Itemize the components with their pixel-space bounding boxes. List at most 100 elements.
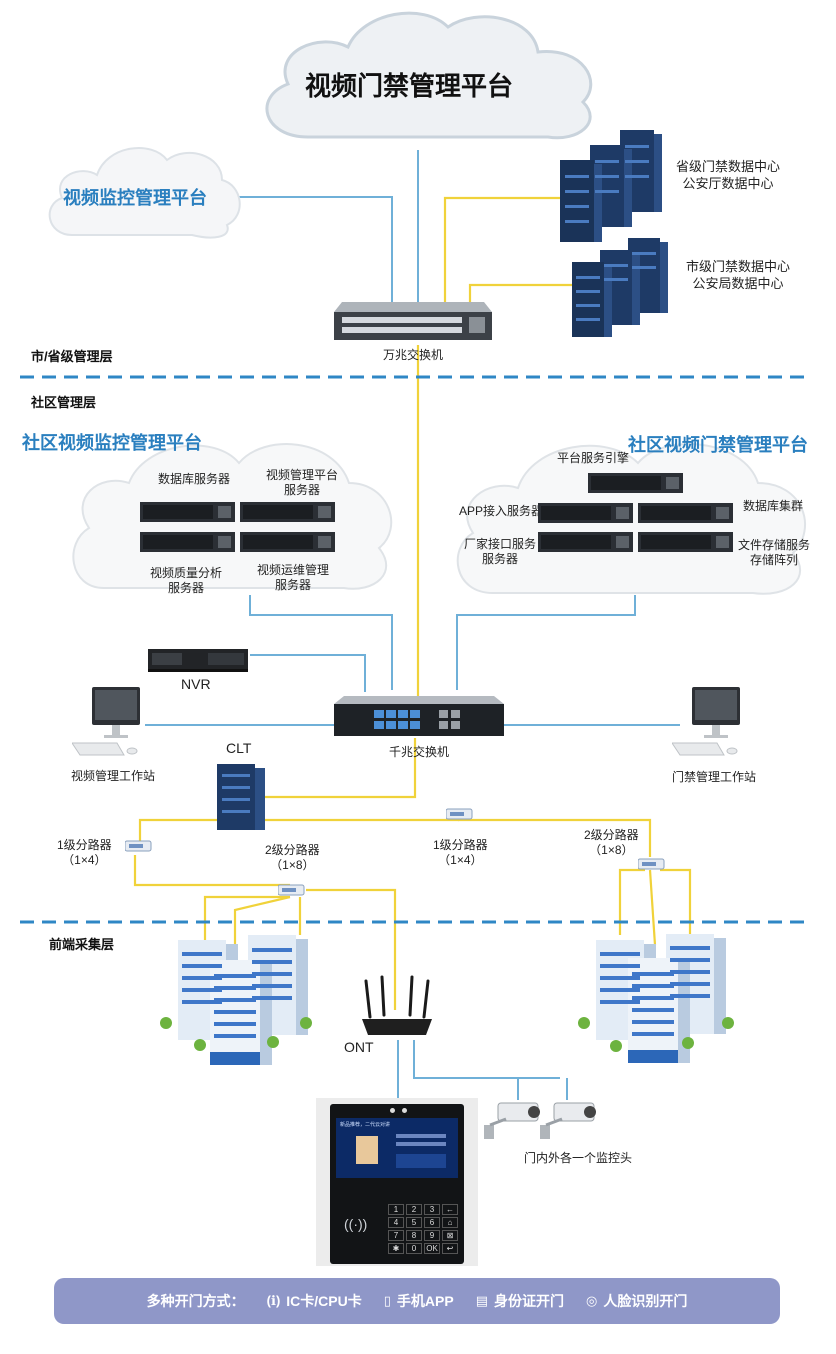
key[interactable]: ↩ bbox=[442, 1243, 458, 1254]
line-access-cloud-switch bbox=[456, 595, 636, 690]
key[interactable]: ⊠ bbox=[442, 1230, 458, 1241]
left-platform-title: 视频监控管理平台 bbox=[63, 188, 207, 208]
panel-screen-text-1 bbox=[396, 1134, 446, 1138]
method-ic-card: (ℹ) IC卡/CPU卡 bbox=[266, 1293, 362, 1309]
server-label-storage: 文件存储服务 存储阵列 bbox=[738, 538, 811, 567]
video-servers bbox=[140, 500, 340, 563]
server-label-engine: 平台服务引擎 bbox=[557, 451, 630, 465]
community-access-title: 社区视频门禁管理平台 bbox=[628, 435, 808, 455]
splitter-mid1-label: 1级分路器（1×4） bbox=[433, 838, 488, 867]
server-label-dbcluster: 数据库集群 bbox=[743, 499, 804, 513]
clt-label: CLT bbox=[226, 740, 252, 756]
key[interactable]: 7 bbox=[388, 1230, 404, 1241]
splitter-mid1-icon bbox=[446, 808, 473, 820]
id-card-icon: ▤ bbox=[475, 1293, 488, 1308]
key[interactable]: 2 bbox=[406, 1204, 422, 1215]
server-label-vendor: 厂家接口服务 服务器 bbox=[464, 537, 537, 566]
method-mobile-app: ▯ 手机APP bbox=[383, 1293, 454, 1309]
community-video-title: 社区视频监控管理平台 bbox=[22, 433, 202, 453]
panel-screen-text-2 bbox=[396, 1142, 446, 1146]
key[interactable]: 8 bbox=[406, 1230, 422, 1241]
city-dc-label: 市级门禁数据中心公安局数据中心 bbox=[686, 259, 791, 291]
line-video-platform-switch bbox=[225, 196, 393, 302]
ont-label: ONT bbox=[344, 1039, 374, 1055]
key[interactable]: 4 bbox=[388, 1217, 404, 1228]
access-workstation-icon bbox=[672, 687, 740, 756]
layer-community: 社区管理层 bbox=[31, 395, 97, 410]
top-cloud-shape bbox=[265, 11, 593, 140]
splitter-right2-label: 2级分路器（1×8） bbox=[584, 828, 639, 857]
nfc-icon: ((·)) bbox=[344, 1216, 368, 1232]
layer-frontend: 前端采集层 bbox=[49, 937, 115, 952]
line-split-bld1 bbox=[203, 895, 290, 950]
splitter-left1-label: 1级分路器（1×4） bbox=[57, 838, 112, 867]
splitter-right2-icon bbox=[638, 858, 665, 870]
key[interactable]: 5 bbox=[406, 1217, 422, 1228]
line-split-ont bbox=[306, 888, 397, 1010]
method-face: ◎ 人脸识别开门 bbox=[585, 1293, 688, 1309]
nvr-icon bbox=[148, 649, 248, 672]
panel-screen-header: 新品推荐，二代云对讲 bbox=[340, 1122, 391, 1128]
core-switch-label: 万兆交换机 bbox=[383, 348, 444, 362]
key[interactable]: 9 bbox=[424, 1230, 440, 1241]
buildings-right bbox=[578, 934, 734, 1063]
ont-router-icon bbox=[362, 975, 432, 1035]
key[interactable]: ⌂ bbox=[442, 1217, 458, 1228]
line-split-bld2 bbox=[233, 895, 291, 960]
clt-icon bbox=[217, 764, 265, 830]
buildings-left bbox=[160, 935, 312, 1065]
panel-screen-menu bbox=[396, 1154, 446, 1168]
provincial-dc-label: 省级门禁数据中心公安厅数据中心 bbox=[676, 159, 781, 191]
left-cloud-shape bbox=[48, 147, 241, 239]
rfid-card-icon: (ℹ) bbox=[266, 1293, 281, 1308]
server-label-app: APP接入服务器 bbox=[459, 504, 544, 518]
key[interactable]: ← bbox=[442, 1204, 458, 1215]
core-switch-icon bbox=[334, 302, 492, 340]
video-workstation-icon bbox=[72, 687, 140, 756]
line-switch-prov-dc bbox=[443, 196, 560, 302]
key[interactable]: OK bbox=[424, 1243, 440, 1254]
video-workstation-label: 视频管理工作站 bbox=[71, 769, 156, 783]
server-label-vms: 视频管理平台 服务器 bbox=[266, 468, 339, 497]
line-to-right-splitter bbox=[458, 818, 652, 857]
gigabit-switch-icon bbox=[334, 696, 504, 736]
access-workstation-label: 门禁管理工作站 bbox=[672, 770, 757, 784]
panel-screen-photo bbox=[356, 1136, 378, 1164]
method-id-card: ▤ 身份证开门 bbox=[475, 1293, 564, 1309]
panel-camera-dot-2 bbox=[402, 1108, 407, 1113]
cameras-icon bbox=[484, 1102, 596, 1139]
key[interactable]: 1 bbox=[388, 1204, 404, 1215]
server-label-db: 数据库服务器 bbox=[158, 472, 231, 486]
line-split-l1-l2 bbox=[133, 855, 290, 887]
face-icon: ◎ bbox=[585, 1293, 598, 1308]
line-split-r-bld1 bbox=[618, 868, 645, 935]
open-methods-bar: 多种开门方式： (ℹ) IC卡/CPU卡 ▯ 手机APP ▤ 身份证开门 ◎ 人… bbox=[54, 1278, 780, 1324]
line-nvr-switch bbox=[250, 654, 366, 692]
nvr-label: NVR bbox=[181, 676, 211, 692]
splitter-left2-icon bbox=[278, 884, 305, 896]
line-split-r-bld3 bbox=[660, 868, 692, 935]
line-clt-splitters bbox=[138, 812, 460, 843]
key[interactable]: 3 bbox=[424, 1204, 440, 1215]
cameras-label: 门内外各一个监控头 bbox=[524, 1151, 633, 1165]
line-gigabit-clt bbox=[265, 738, 417, 799]
splitter-left2-label: 2级分路器（1×8） bbox=[265, 843, 320, 872]
layer-city-province: 市/省级管理层 bbox=[31, 349, 113, 364]
line-switch-city-dc bbox=[468, 283, 575, 302]
line-ont-cam bbox=[413, 1040, 560, 1079]
access-servers bbox=[538, 470, 738, 565]
server-label-ops: 视频运维管理 服务器 bbox=[257, 563, 330, 592]
panel-screen: 新品推荐，二代云对讲 bbox=[336, 1118, 458, 1178]
line-video-cloud-switch bbox=[249, 595, 393, 690]
panel-keypad: 1 2 3 ← 4 5 6 ⌂ 7 8 9 ⊠ ✱ 0 OK ↩ bbox=[388, 1204, 460, 1254]
key[interactable]: 0 bbox=[406, 1243, 422, 1254]
open-methods-prefix: 多种开门方式： bbox=[146, 1293, 245, 1309]
phone-icon: ▯ bbox=[383, 1293, 391, 1308]
server-label-vqa: 视频质量分析 服务器 bbox=[150, 566, 223, 595]
city-dc-racks bbox=[572, 238, 668, 337]
key[interactable]: 6 bbox=[424, 1217, 440, 1228]
line-split-r-bld2 bbox=[648, 869, 657, 946]
key[interactable]: ✱ bbox=[388, 1243, 404, 1254]
splitter-left1-icon bbox=[125, 840, 152, 852]
